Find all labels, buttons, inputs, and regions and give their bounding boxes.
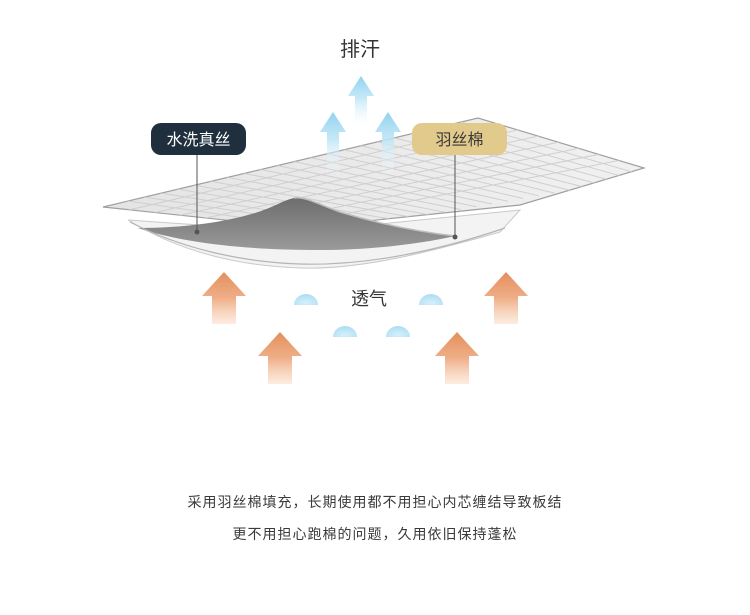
orange-up-arrow-icon: [435, 332, 479, 384]
quilt-filling-layer: [138, 197, 455, 250]
orange-up-arrow-icon: [202, 272, 246, 324]
silk-label: 水洗真丝: [166, 130, 230, 149]
air-bubble-icon: [419, 294, 443, 305]
orange-up-arrow-icon: [258, 332, 302, 384]
blue-up-arrow-icon: [348, 76, 374, 128]
quilt-grid-line: [304, 147, 524, 200]
sweat-label: 排汗: [340, 37, 380, 61]
air-bubbles: [294, 294, 443, 337]
breathe-label: 透气: [351, 289, 387, 310]
silk-leader-dot: [194, 229, 200, 235]
description-line-1: 采用羽丝棉填充，长期使用都不用担心内芯缠结导致板结: [187, 495, 563, 511]
description-line-2: 更不用担心跑棉的问题，久用依旧保持蓬松: [232, 527, 518, 543]
quilt-grid-line: [253, 160, 477, 208]
cotton-label-tag: [412, 123, 507, 155]
blue-up-arrow-icon: [320, 112, 346, 176]
blue-up-arrow-icon: [375, 112, 401, 176]
quilt-grid-line: [219, 168, 446, 213]
quilt-grid-line: [372, 131, 586, 189]
quilt-grid-line: [236, 164, 461, 210]
silk-label-tag: [151, 123, 246, 155]
warm-arrows: [202, 272, 528, 384]
cotton-leader-dot: [452, 234, 458, 240]
air-bubble-icon: [294, 294, 318, 305]
quilt-grid-line: [168, 180, 399, 221]
cotton-label: 羽丝棉: [435, 130, 483, 149]
quilt-grid-line: [321, 143, 540, 197]
air-bubble-icon: [333, 326, 357, 337]
air-bubble-icon: [386, 326, 410, 337]
quilt-cut-highlight: [293, 196, 456, 237]
orange-up-arrow-icon: [484, 272, 528, 324]
quilt-grid-line: [202, 172, 430, 216]
quilt-grid-line: [338, 139, 555, 194]
quilt-lining-edge: [129, 221, 506, 265]
quilt-grid-line: [287, 151, 508, 202]
sweat-arrows: [320, 76, 401, 176]
